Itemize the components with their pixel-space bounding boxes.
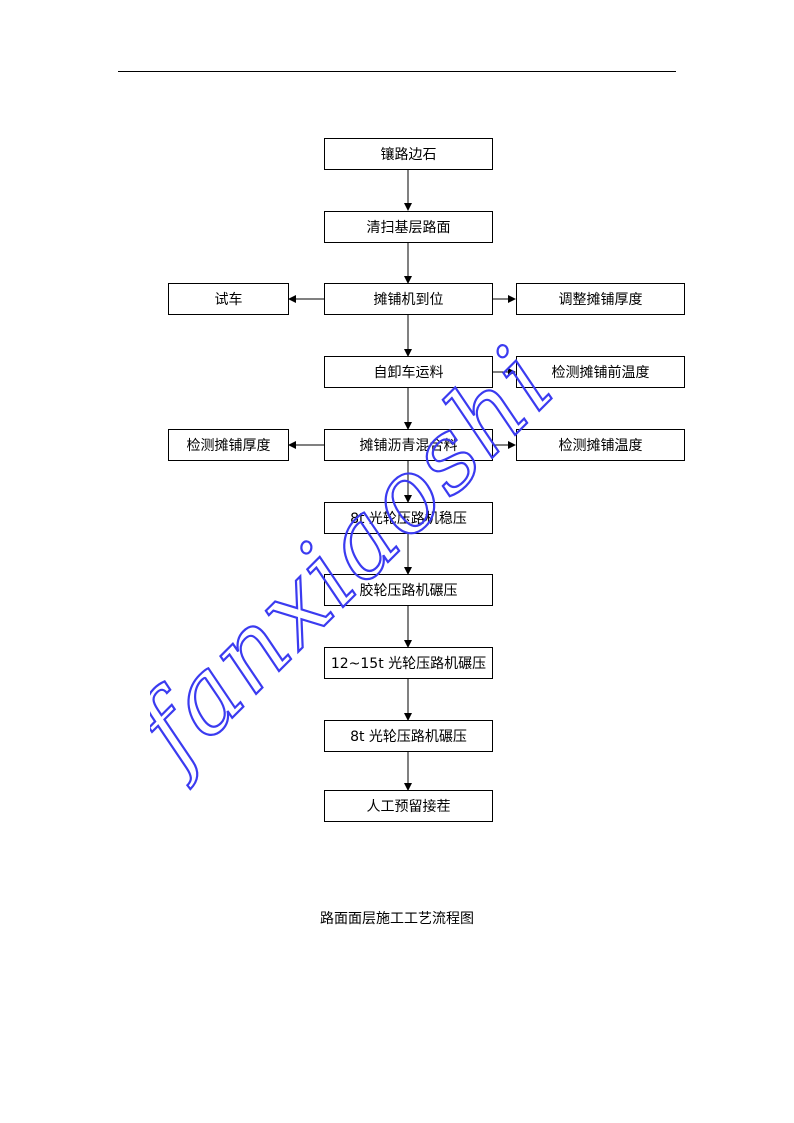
step-roller-8t-stabilize: 8t 光轮压路机稳压 [324,502,493,534]
step-pave-mix: 摊铺沥青混合料 [324,429,493,461]
step-curb: 镶路边石 [324,138,493,170]
step-roller-8t-compact: 8t 光轮压路机碾压 [324,720,493,752]
step-roller-12-15t: 12~15t 光轮压路机碾压 [324,647,493,679]
step-check-temp: 检测摊铺温度 [516,429,685,461]
step-check-pre-temp: 检测摊铺前温度 [516,356,685,388]
step-dump-truck: 自卸车运料 [324,356,493,388]
step-paver-position: 摊铺机到位 [324,283,493,315]
step-test-run: 试车 [168,283,289,315]
step-manual-joint: 人工预留接茬 [324,790,493,822]
header-rule [118,71,676,72]
step-clean-base: 清扫基层路面 [324,211,493,243]
diagram-caption: 路面面层施工工艺流程图 [320,911,474,927]
step-rubber-roller: 胶轮压路机碾压 [324,574,493,606]
step-check-thickness: 检测摊铺厚度 [168,429,289,461]
step-adjust-thickness: 调整摊铺厚度 [516,283,685,315]
